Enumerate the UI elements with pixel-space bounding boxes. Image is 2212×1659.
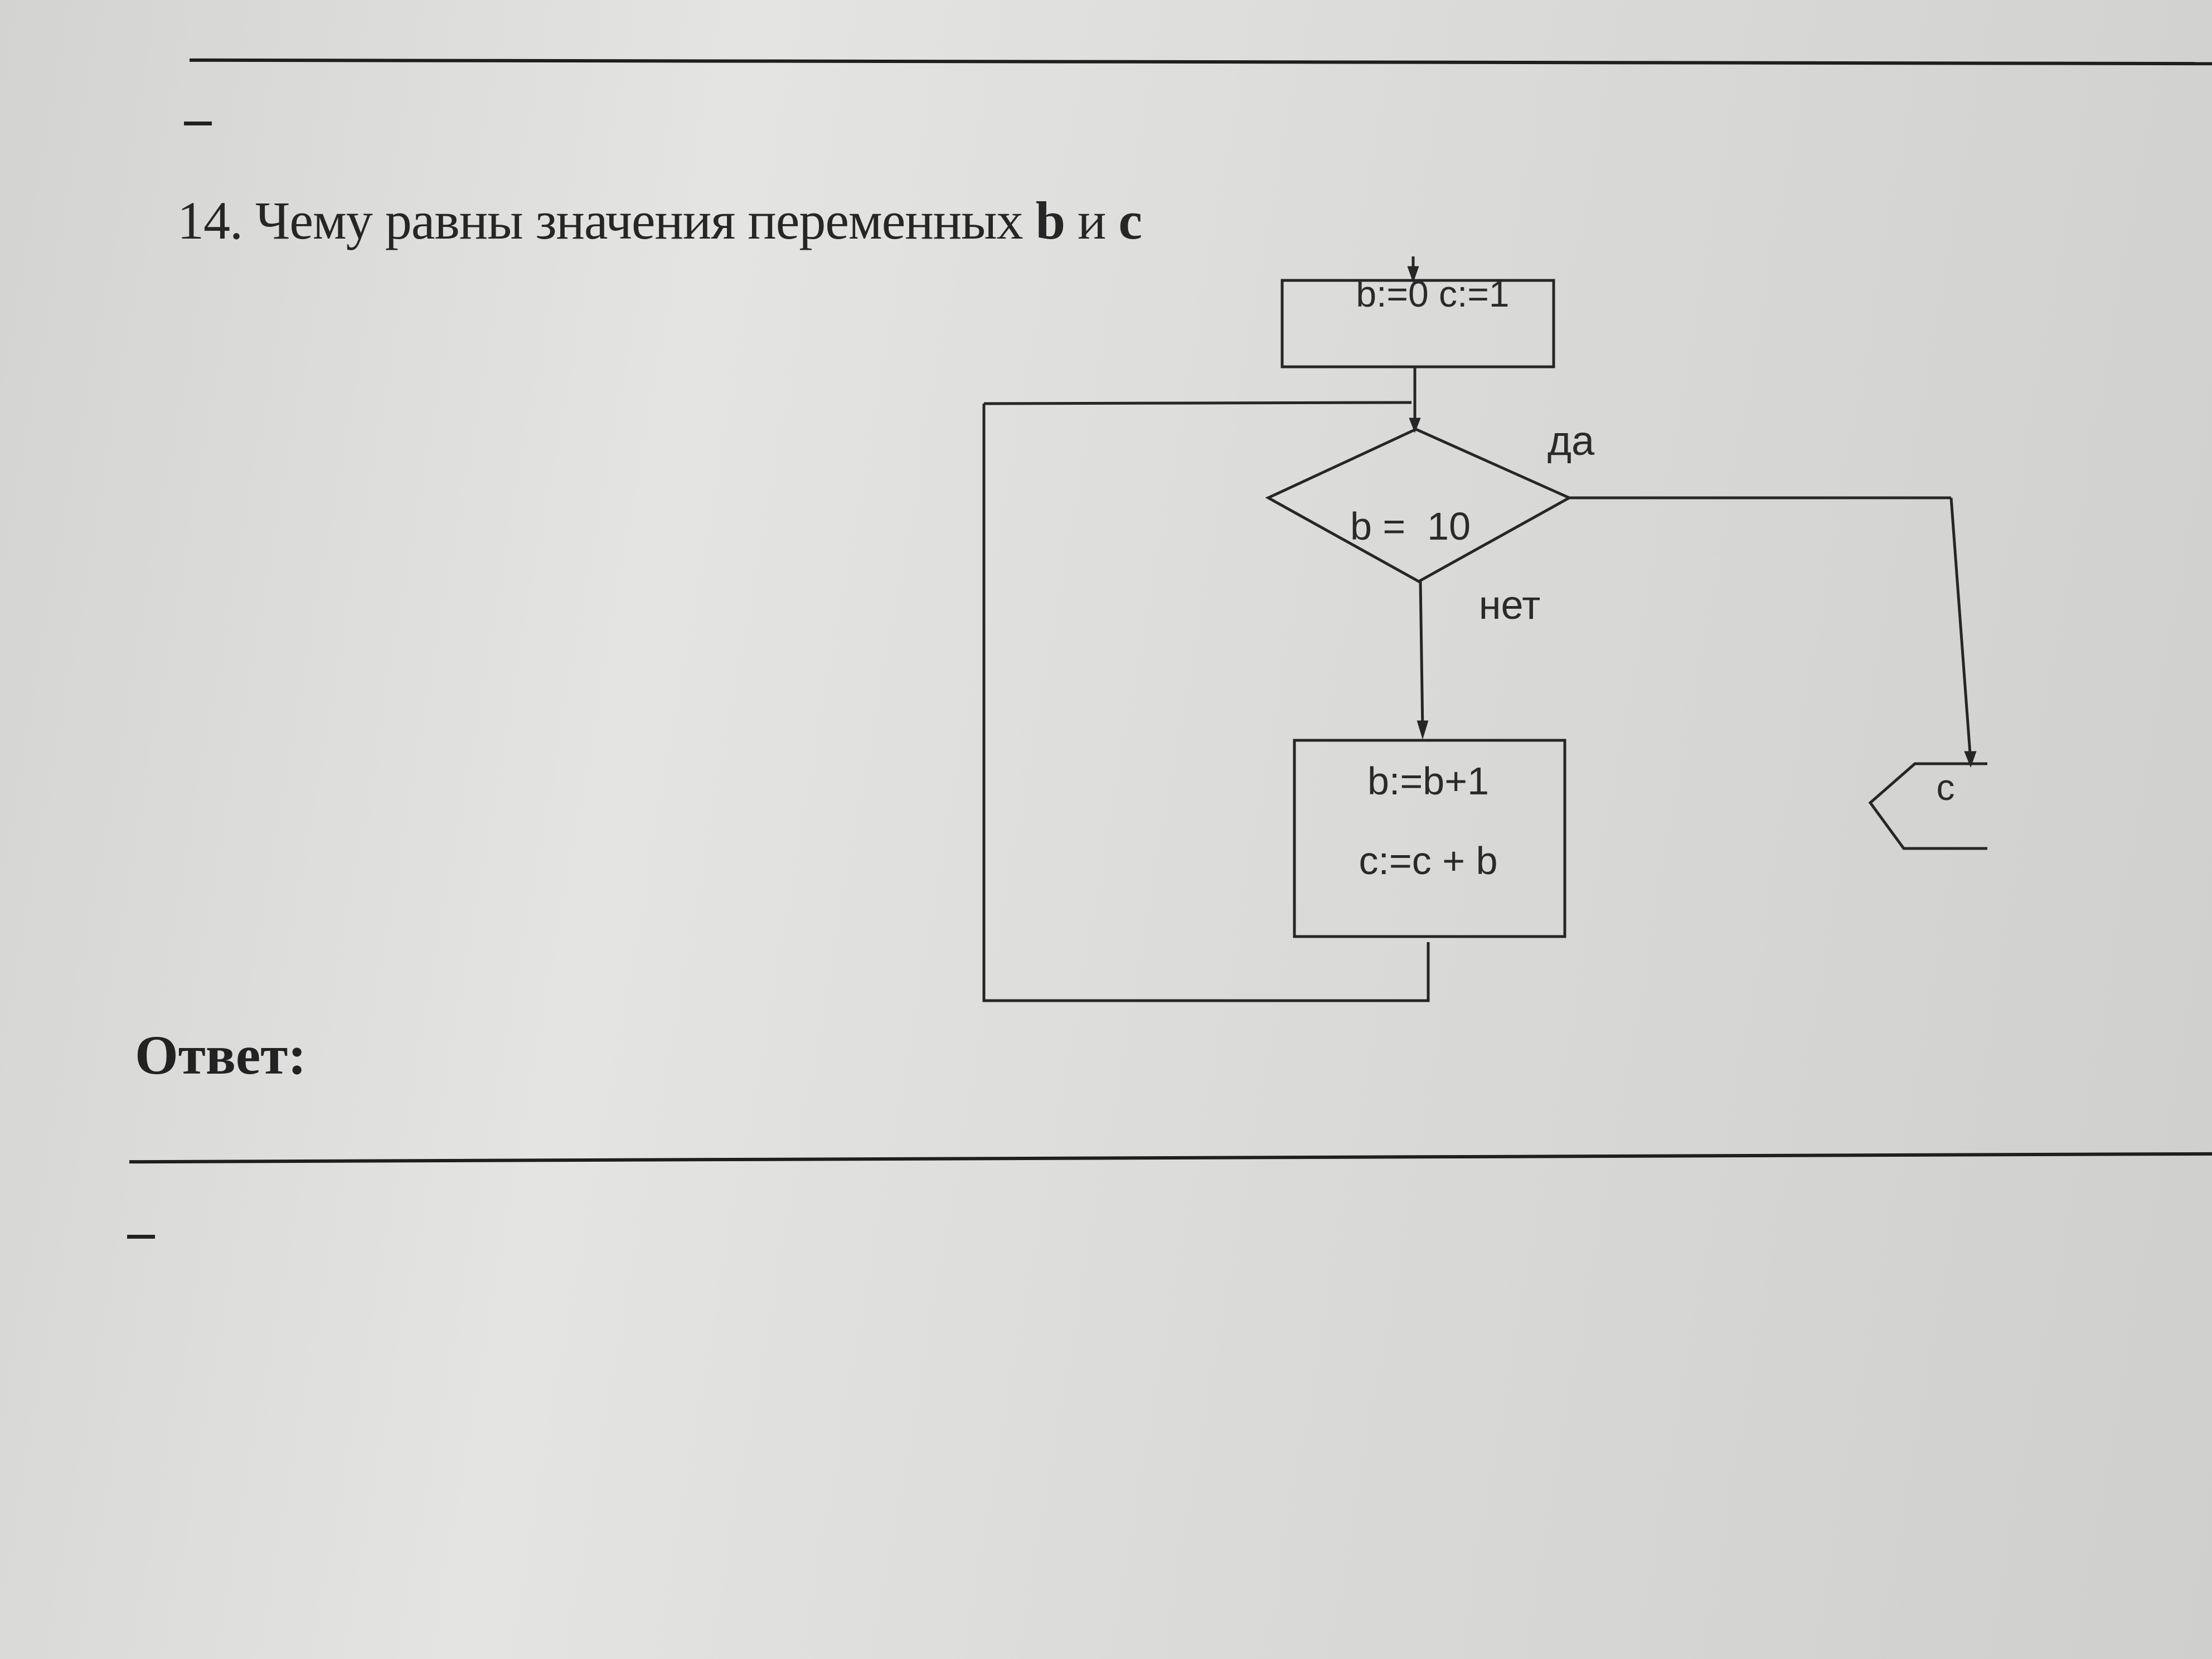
loop-return-line xyxy=(982,404,1430,1002)
body-arrowhead xyxy=(1417,720,1429,740)
bottom-dash xyxy=(127,1235,155,1239)
yes-branch-down-line xyxy=(1949,497,1972,761)
output-text: c xyxy=(1937,767,1955,808)
variable-c: c xyxy=(1118,191,1142,250)
body-line-2: c:=c + b xyxy=(1359,839,1497,882)
no-branch-line xyxy=(1419,581,1424,731)
yes-label: да xyxy=(1548,418,1595,464)
output-block xyxy=(1868,762,1987,850)
answer-label: Ответ: xyxy=(135,1024,307,1086)
loop-return-top-line xyxy=(983,401,1412,405)
question-text: 14. Чему равны значения переменных b и c xyxy=(177,190,1142,251)
decision-diamond xyxy=(1265,428,1573,583)
init-block xyxy=(1280,279,1555,368)
conjunction: и xyxy=(1078,191,1106,250)
init-block-text: b:=0 c:=1 xyxy=(1356,273,1509,314)
question-body: Чему равны значения переменных xyxy=(255,191,1023,250)
body-line-1: b:=b+1 xyxy=(1367,759,1489,803)
decision-arrowhead xyxy=(1409,418,1421,433)
entry-arrowhead xyxy=(1407,266,1419,283)
top-dash xyxy=(184,122,212,125)
variable-b: b xyxy=(1035,191,1065,250)
condition-text: b = 10 xyxy=(1350,505,1471,548)
output-arrowhead xyxy=(1964,751,1977,768)
no-label: нет xyxy=(1479,583,1540,628)
question-number: 14. xyxy=(177,191,243,250)
body-block xyxy=(1293,739,1566,938)
